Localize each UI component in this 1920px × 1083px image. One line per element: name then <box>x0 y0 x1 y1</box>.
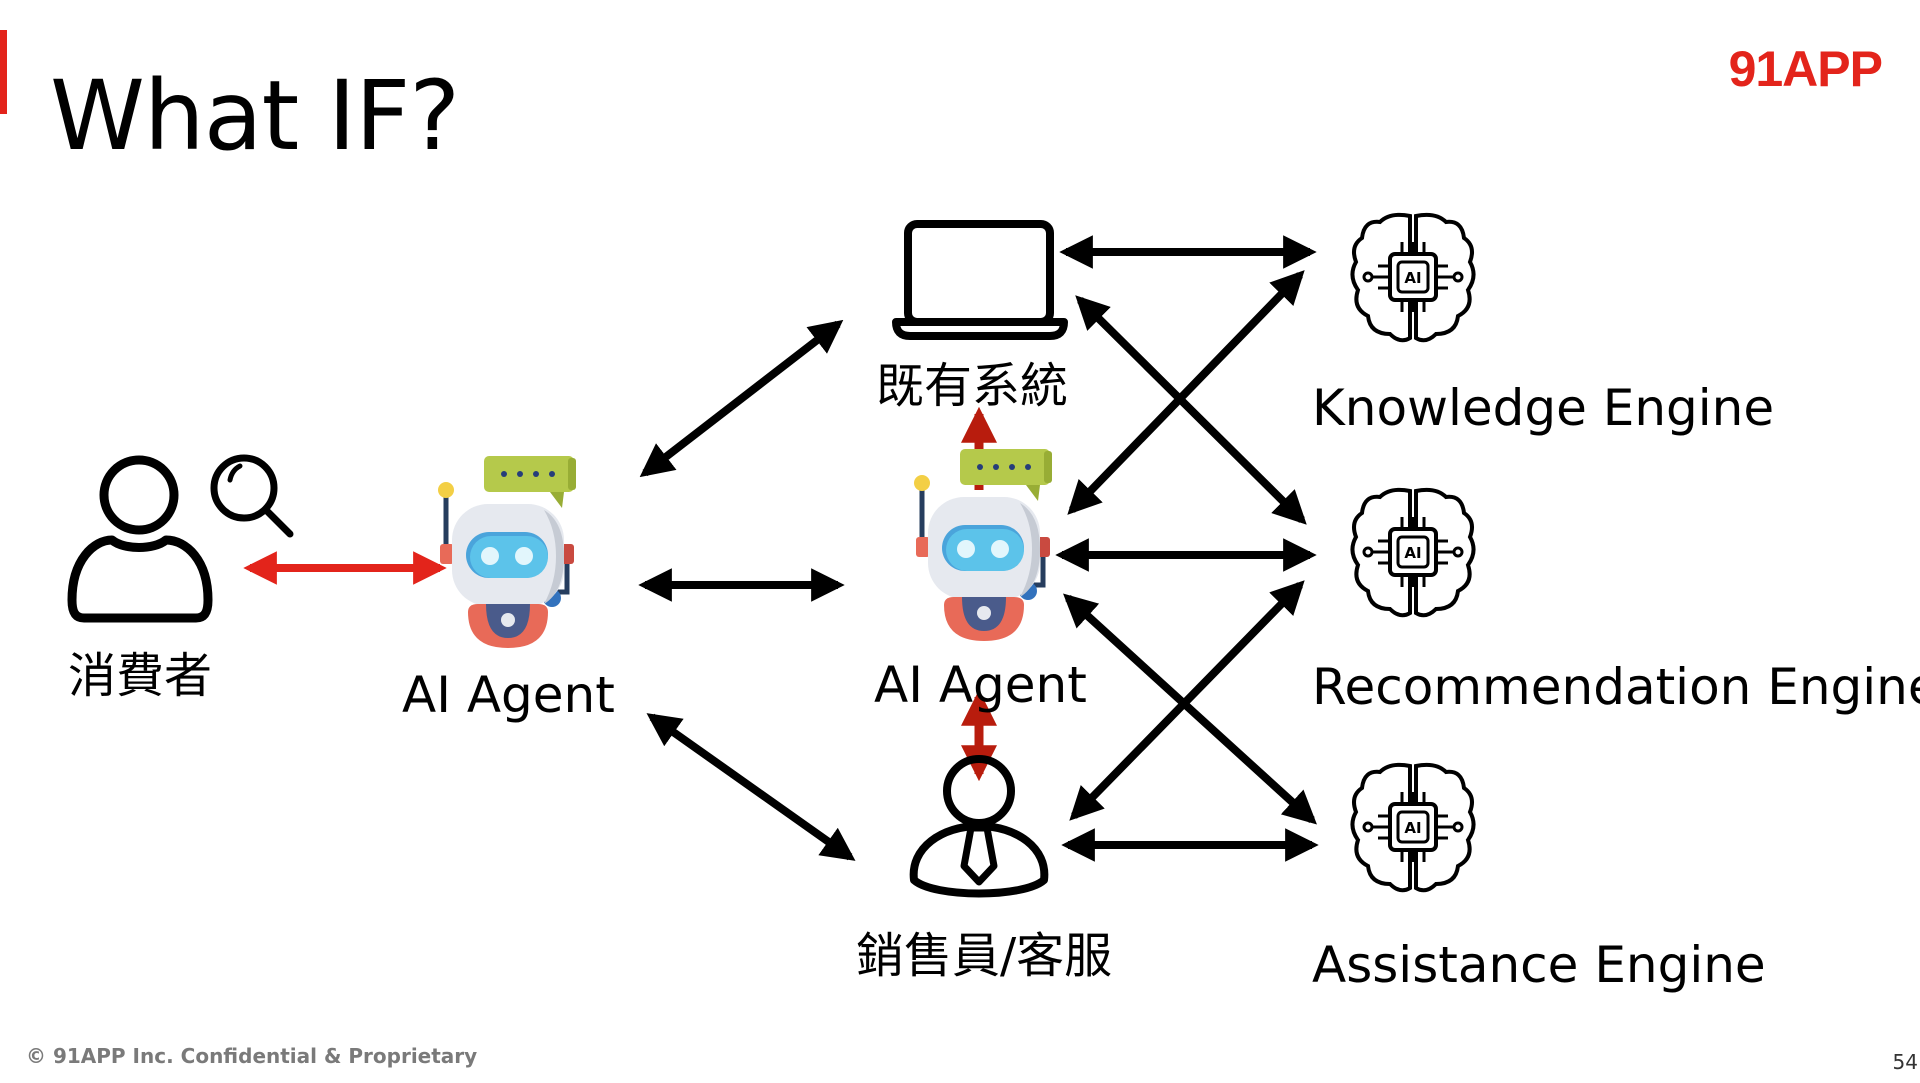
svg-text:AI: AI <box>1404 269 1421 287</box>
sales-service-label: 銷售員/客服 <box>856 928 1113 984</box>
svg-text:AI: AI <box>1404 819 1421 837</box>
recommendation-engine-label: Recommendation Engine <box>1312 658 1920 716</box>
arrow-legacy-recommendation <box>1075 295 1307 525</box>
arrow-agent-knowledge <box>1067 270 1305 515</box>
robot-icon <box>908 445 1058 645</box>
legacy-system-label: 既有系統 <box>876 358 1069 414</box>
consumer-label: 消費者 <box>68 648 213 704</box>
brand-logo: 91APP <box>1728 41 1883 97</box>
user-search-icon <box>64 450 294 630</box>
agent-center-label: AI Agent <box>874 656 1087 714</box>
page-number: 54 <box>1892 1050 1918 1074</box>
ai-brain-icon: AI <box>1350 485 1476 621</box>
accent-bar <box>0 30 7 114</box>
arrow-sales-recommendation <box>1069 580 1305 821</box>
slide-title: What IF? <box>50 60 460 172</box>
laptop-icon <box>890 218 1070 340</box>
knowledge-engine-label: Knowledge Engine <box>1312 379 1775 437</box>
agent-left-label: AI Agent <box>402 666 615 724</box>
arrow-agent-sales <box>646 713 856 861</box>
confidentiality-footer: © 91APP Inc. Confidential & Proprietary <box>26 1044 478 1068</box>
ai-brain-icon: AI <box>1350 210 1476 346</box>
assistance-engine-label: Assistance Engine <box>1312 936 1766 994</box>
arrow-agent-legacy <box>639 319 844 478</box>
ai-brain-icon: AI <box>1350 760 1476 896</box>
robot-icon <box>432 452 582 652</box>
svg-text:AI: AI <box>1404 544 1421 562</box>
businessperson-icon <box>904 754 1054 904</box>
